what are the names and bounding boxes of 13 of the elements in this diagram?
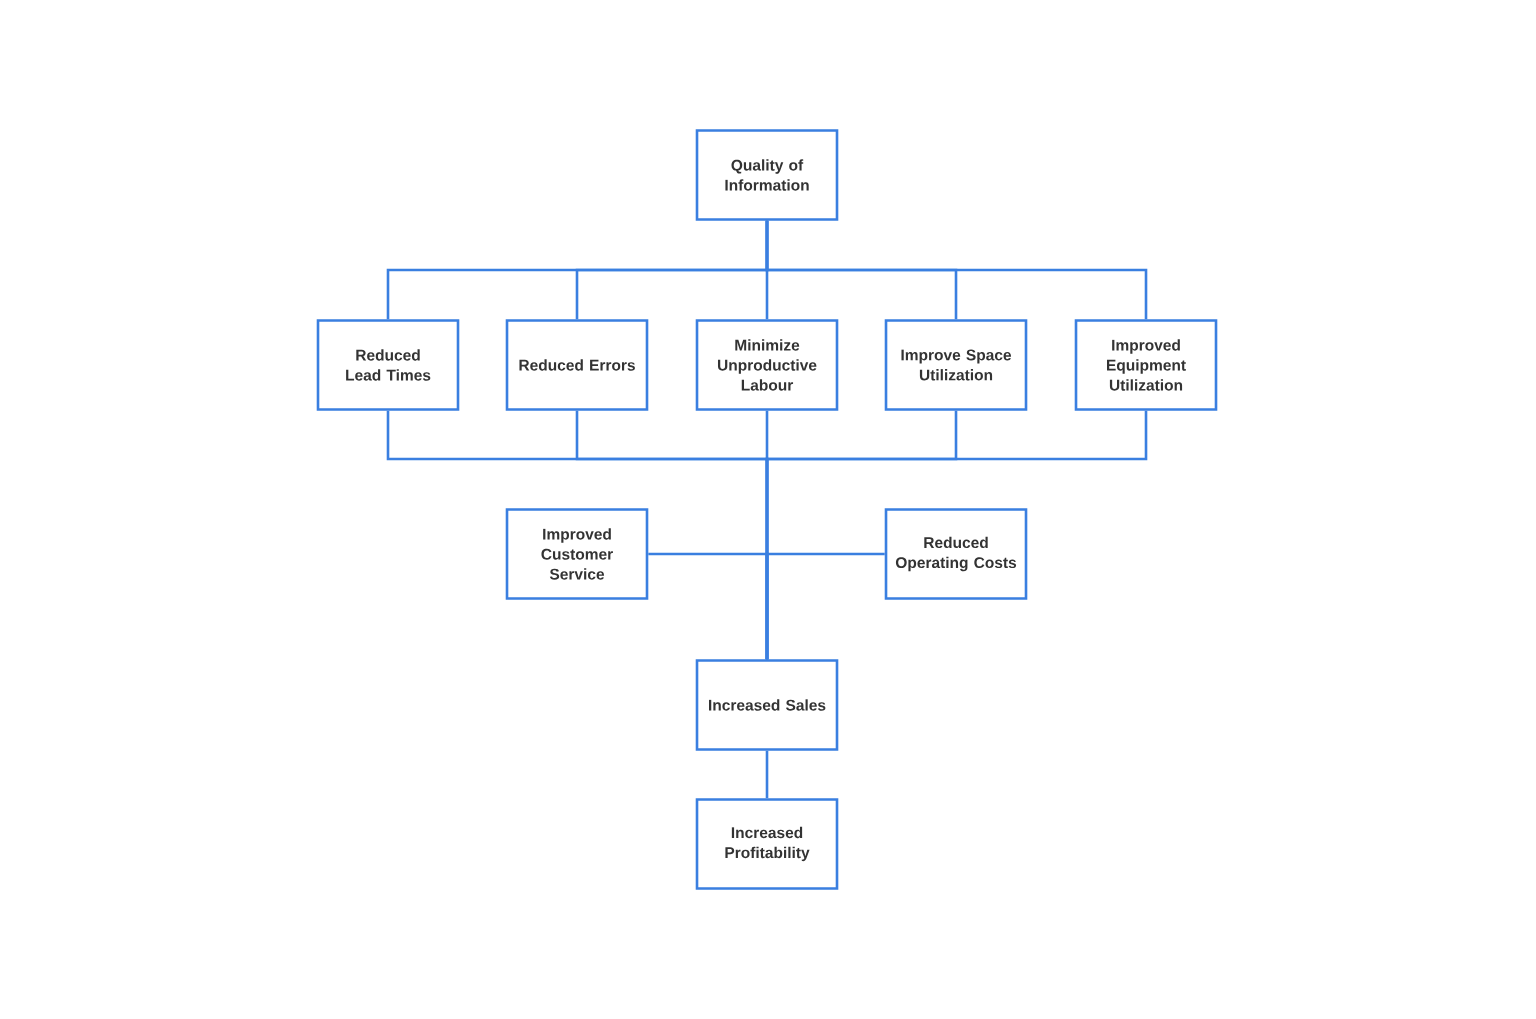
process-box: Reduced Errors bbox=[505, 319, 649, 411]
connector-line bbox=[765, 750, 769, 799]
process-box: Increased Sales bbox=[695, 659, 839, 751]
process-box: Increased Profitability bbox=[695, 798, 839, 890]
process-box: Improved Equipment Utilization bbox=[1074, 319, 1218, 411]
connector-line bbox=[765, 220, 1148, 320]
process-box: Quality of Information bbox=[695, 129, 839, 221]
process-box: Improve Space Utilization bbox=[884, 319, 1028, 411]
connector-line bbox=[765, 552, 885, 660]
process-box: Improved Customer Service bbox=[505, 508, 649, 600]
process-box: Reduced Lead Times bbox=[316, 319, 460, 411]
process-box: Reduced Operating Costs bbox=[884, 508, 1028, 600]
process-box: Minimize Unproductive Labour bbox=[695, 319, 839, 411]
